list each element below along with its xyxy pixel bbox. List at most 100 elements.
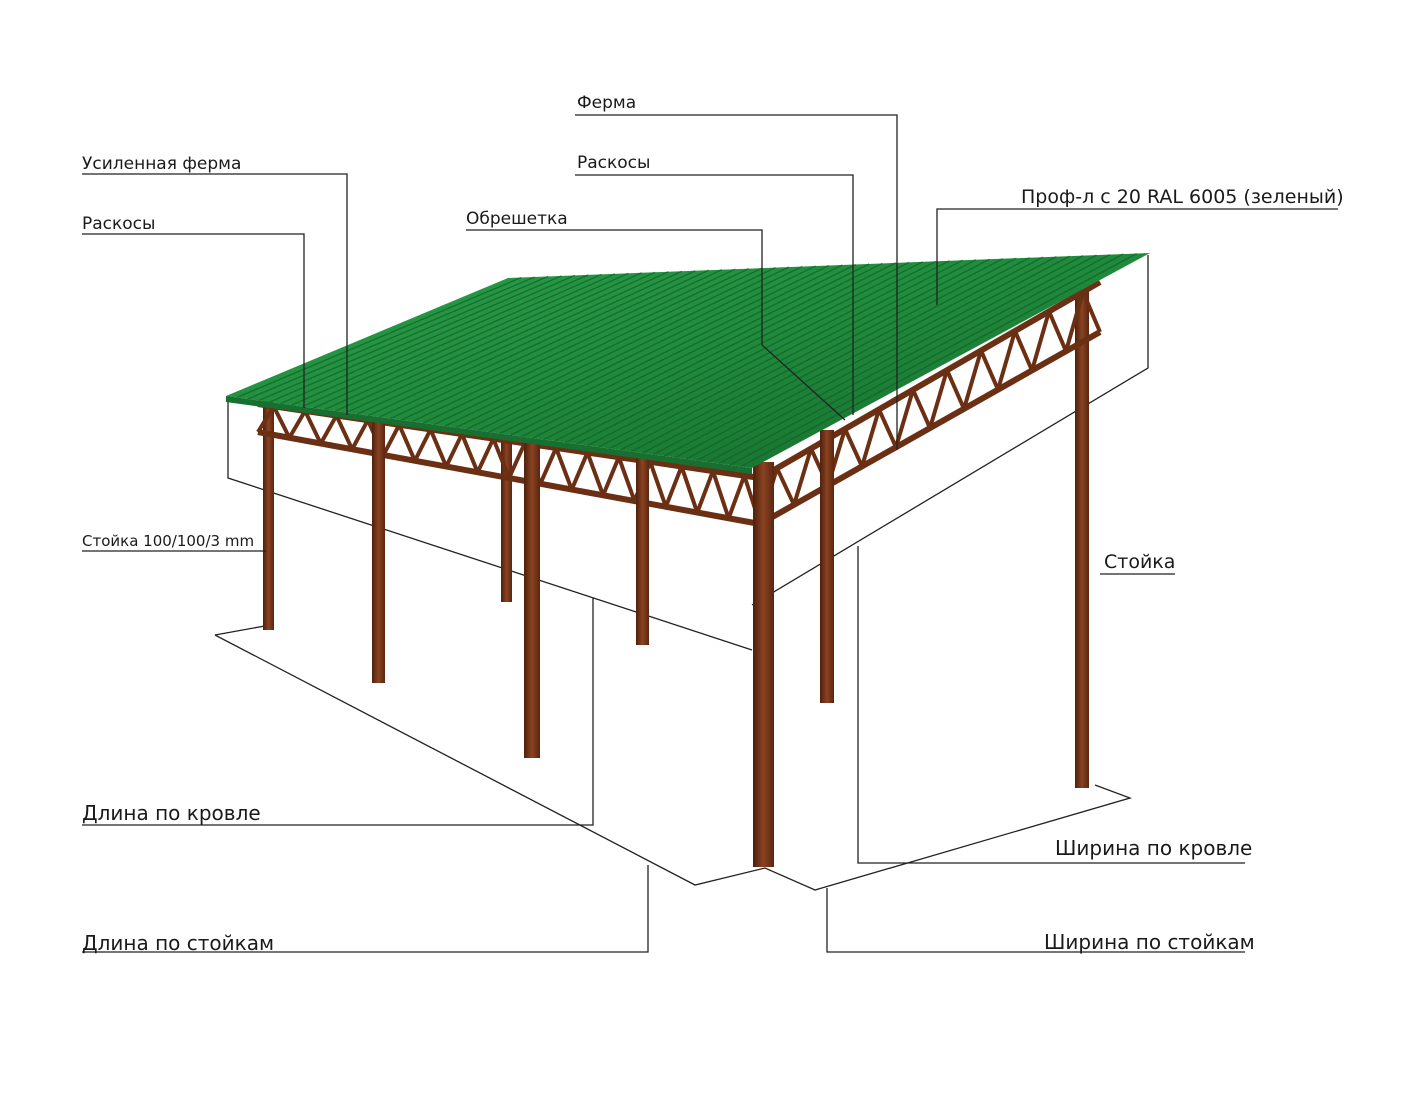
roof-rib: [346, 271, 656, 414]
roof-rib: [357, 271, 669, 415]
truss-brace: [1047, 310, 1068, 352]
roof-rib: [609, 259, 977, 450]
truss-brace: [491, 437, 511, 479]
truss-brace: [616, 456, 637, 502]
roof-rib: [543, 262, 897, 441]
roof-rib: [620, 258, 990, 451]
post: [263, 400, 274, 630]
truss-brace: [507, 442, 527, 479]
truss-brace: [585, 451, 606, 496]
post: [636, 455, 649, 645]
roof-rib: [269, 275, 562, 403]
roof-rib: [401, 269, 723, 421]
roof-rib: [565, 261, 923, 444]
label-profil: Проф-л с 20 RAL 6005 (зеленый): [1021, 186, 1344, 208]
leader-raskosy-right: [575, 174, 854, 415]
post: [753, 462, 774, 867]
roof-rib: [532, 262, 883, 439]
leader-raskosy-left: [82, 233, 305, 408]
roof-rib: [631, 258, 1004, 453]
leader-shirina-stoykam: [826, 888, 1245, 953]
leader-profil: [936, 208, 1338, 305]
label-dlina-stoykam: Длина по стойкам: [82, 931, 275, 955]
truss-brace: [413, 428, 433, 462]
truss-brace: [945, 369, 966, 410]
label-shirina-krovle: Ширина по кровле: [1055, 836, 1253, 860]
roof-rib: [729, 253, 1124, 466]
label-raskosy-left: Раскосы: [82, 214, 156, 234]
truss-brace: [726, 474, 747, 519]
post: [372, 420, 385, 683]
truss-brace: [397, 424, 417, 462]
truss-brace: [381, 423, 401, 456]
truss-brace: [775, 467, 796, 506]
leader-usilennaya: [82, 173, 348, 415]
roof-rib: [587, 260, 950, 447]
roof-rib: [664, 256, 1044, 457]
label-raskosy-right: Раскосы: [577, 153, 651, 173]
truss-brace: [996, 330, 1017, 391]
truss-brace: [319, 414, 339, 445]
roof-rib: [422, 267, 750, 424]
post: [524, 440, 540, 758]
truss-brace: [962, 350, 983, 410]
roof-rib: [313, 273, 616, 409]
truss-brace: [711, 470, 731, 519]
truss-brace: [350, 419, 370, 451]
roof-rib: [685, 255, 1071, 460]
roof-rib: [554, 261, 910, 442]
truss-brace: [1064, 291, 1085, 352]
roof-rib: [368, 270, 683, 417]
back-posts: [263, 290, 1089, 788]
roof-rib: [598, 259, 964, 448]
truss-brace: [979, 349, 1000, 391]
roof-rib: [653, 257, 1030, 456]
leader-lines: [82, 114, 1338, 953]
truss-brace: [894, 389, 915, 448]
truss-brace: [428, 428, 449, 468]
roof-rib: [444, 266, 776, 427]
roof-rib: [280, 274, 576, 405]
leader-dlina-stoykam: [82, 865, 649, 953]
leader-obreshetka: [466, 229, 846, 421]
roof-rib: [510, 263, 857, 436]
roof-rib: [466, 265, 803, 430]
roof-rib: [707, 254, 1097, 463]
post: [501, 435, 512, 602]
roof-rib: [335, 272, 643, 412]
truss-brace: [287, 409, 307, 439]
post: [820, 430, 834, 703]
truss-brace: [695, 470, 715, 514]
truss-brace: [648, 461, 668, 508]
roof-rib: [521, 263, 870, 438]
truss-brace: [271, 405, 292, 439]
leader-shirina-krovle: [857, 546, 1245, 864]
roof-rib: [324, 272, 629, 411]
roof-rib: [696, 254, 1084, 462]
truss-brace: [475, 437, 496, 474]
leader-ferma: [575, 114, 898, 450]
truss-brace: [303, 410, 323, 445]
roof-rib: [236, 276, 522, 399]
leader-dlina-krovle: [82, 598, 594, 826]
roof-rib: [302, 273, 602, 408]
roof-rib: [455, 266, 790, 429]
truss-brace: [792, 448, 813, 506]
label-ferma: Ферма: [577, 93, 637, 113]
truss-brace: [444, 433, 464, 468]
truss-brace: [1013, 330, 1034, 372]
truss-brace: [911, 388, 932, 429]
label-usilennaya-ferma: Усиленная ферма: [82, 154, 242, 174]
roof-rib: [258, 275, 549, 402]
roof-rib: [740, 252, 1137, 468]
roof-rib: [477, 265, 816, 432]
roof-rib: [674, 256, 1057, 459]
roof-rib: [433, 267, 763, 426]
truss-brace: [334, 414, 354, 451]
truss-brace: [569, 451, 590, 491]
roof-sheet: [226, 252, 1150, 474]
truss-brace: [538, 447, 558, 485]
roof-rib: [488, 264, 830, 433]
truss-brace: [256, 405, 276, 434]
